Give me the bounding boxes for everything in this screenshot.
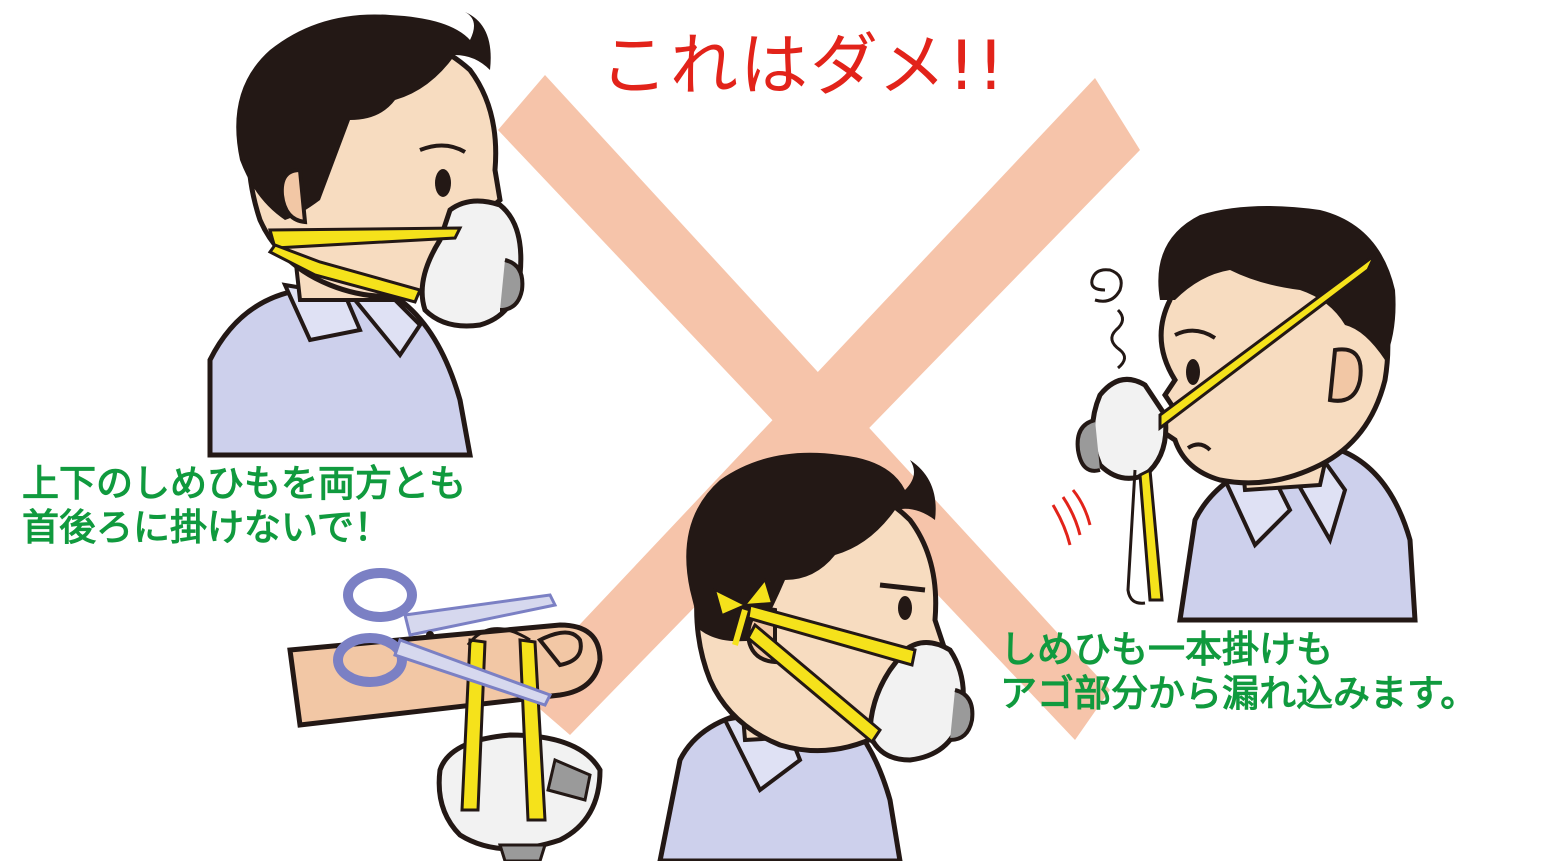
caption-left: 上下のしめひもを両方とも 首後ろに掛けないで！	[22, 462, 466, 551]
dizzy-swirl-icon	[1090, 268, 1126, 370]
caption-left-line1: 上下のしめひもを両方とも	[22, 462, 466, 505]
scissors-icon	[333, 568, 558, 707]
caption-right: しめひも一本掛けも アゴ部分から漏れ込みます。	[1000, 628, 1477, 717]
person-top-left	[207, 12, 525, 458]
vibration-icon	[1051, 489, 1092, 546]
caption-left-line2: 首後ろに掛けないで！	[22, 506, 391, 550]
caption-right-line2: アゴ部分から漏れ込みます。	[1000, 672, 1478, 716]
caption-right-line1: しめひも一本掛けも	[1000, 628, 1333, 671]
cross-mark-icon	[498, 75, 1140, 740]
page-title: これはダメ!!	[600, 27, 1007, 106]
person-bottom-center	[656, 452, 975, 864]
person-right	[1075, 206, 1418, 623]
